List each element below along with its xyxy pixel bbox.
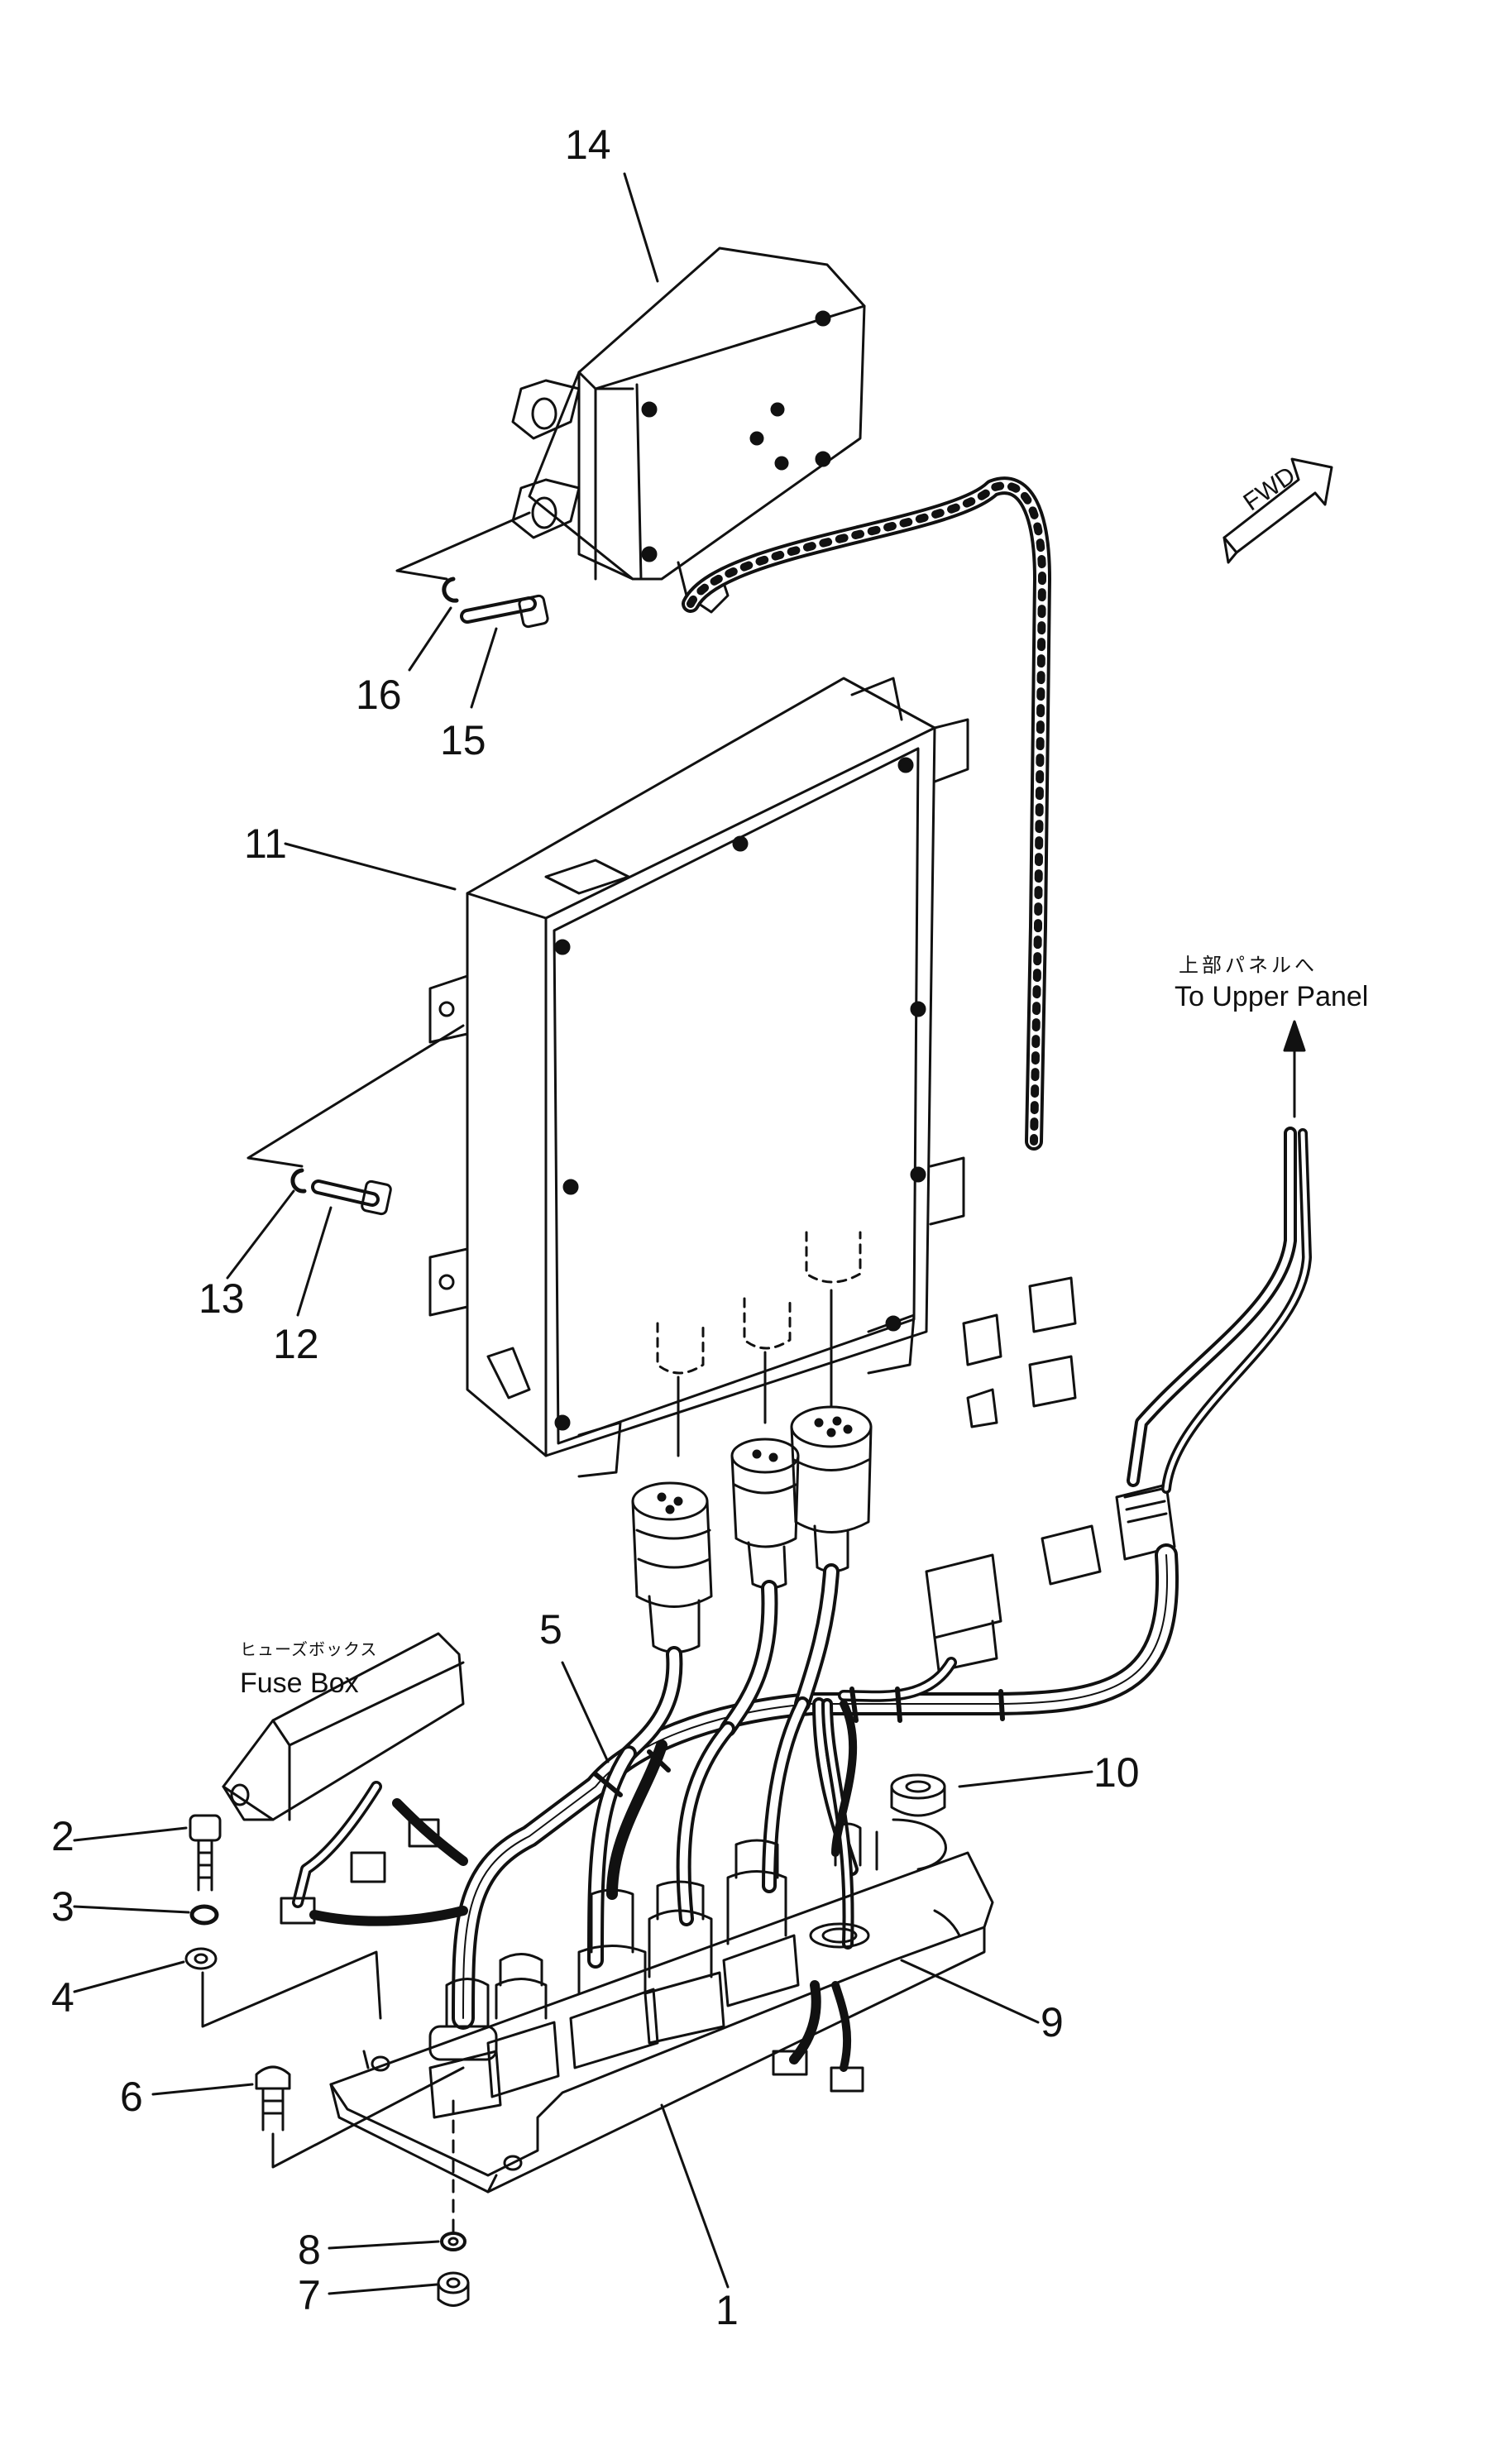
leader-12 — [298, 1208, 331, 1315]
round-connector-left — [633, 1483, 711, 1653]
leader-7 — [329, 2285, 437, 2294]
upper-panel-cable — [1133, 1021, 1307, 1489]
leader-16 — [409, 608, 451, 670]
base-plate-1 — [331, 1820, 993, 2192]
leader-8 — [329, 2242, 438, 2248]
leader-11 — [285, 844, 455, 889]
washer-4 — [186, 1949, 216, 1969]
bolt-6 — [256, 2067, 289, 2130]
assembly-leader-2-4 — [203, 1952, 380, 2026]
leader-5 — [562, 1663, 608, 1762]
callout-14: 14 — [565, 122, 611, 168]
leader-1 — [662, 2105, 728, 2287]
upper-panel-label-jp: 上部パネルへ — [1179, 955, 1318, 977]
fuse-box-label-en: Fuse Box — [240, 1667, 359, 1699]
washer-8 — [442, 2233, 465, 2250]
callout-8: 8 — [298, 2227, 321, 2273]
callout-6: 6 — [120, 2074, 143, 2120]
module-box-14 — [513, 248, 864, 612]
leader-9 — [902, 1960, 1038, 2022]
mount-leader-14 — [397, 513, 529, 579]
plug-connectors-right — [926, 1278, 1175, 1671]
leader-13 — [227, 1191, 294, 1278]
callout-1: 1 — [715, 2287, 739, 2333]
callout-3: 3 — [51, 1883, 74, 1930]
leader-10 — [959, 1772, 1092, 1787]
leader-14 — [624, 174, 658, 281]
callout-15: 15 — [440, 717, 486, 763]
fwd-arrow-icon — [1224, 459, 1332, 562]
round-connector-right — [792, 1407, 871, 1572]
assembly-leader-6 — [273, 2068, 463, 2167]
fuse-box — [223, 1634, 463, 1923]
callout-13: 13 — [199, 1275, 245, 1322]
bolt-15 — [467, 595, 548, 627]
bolt-12 — [318, 1180, 391, 1214]
grommet-10 — [892, 1775, 945, 1816]
callout-4: 4 — [51, 1974, 74, 2021]
controller-box-11 — [430, 678, 968, 1476]
callout-2: 2 — [51, 1813, 74, 1859]
washer-13 — [293, 1170, 304, 1191]
harness-cable-upper — [691, 486, 1042, 1141]
leader-15 — [471, 629, 496, 707]
plate-connectors — [430, 1824, 868, 2117]
callout-12: 12 — [273, 1321, 319, 1367]
leader-2 — [74, 1828, 186, 1840]
washer-16 — [444, 579, 457, 600]
callout-10: 10 — [1093, 1749, 1140, 1796]
round-connector-middle — [732, 1439, 798, 1588]
leader-3 — [74, 1907, 189, 1912]
callout-9: 9 — [1041, 1999, 1064, 2045]
leader-6 — [153, 2084, 252, 2094]
callout-7: 7 — [298, 2272, 321, 2318]
upper-panel-label-en: To Upper Panel — [1175, 981, 1369, 1012]
mount-leader-11 — [248, 1026, 463, 1166]
callout-5: 5 — [539, 1606, 562, 1653]
leader-4 — [74, 1962, 184, 1992]
callout-11: 11 — [244, 821, 287, 867]
callout-16: 16 — [356, 672, 402, 718]
fuse-box-label-jp: ヒューズボックス — [240, 1641, 378, 1659]
lockwasher-3 — [192, 1907, 217, 1923]
nut-7 — [438, 2273, 468, 2306]
main-harness-5 — [463, 1555, 1167, 2018]
bolt-2 — [190, 1816, 220, 1890]
